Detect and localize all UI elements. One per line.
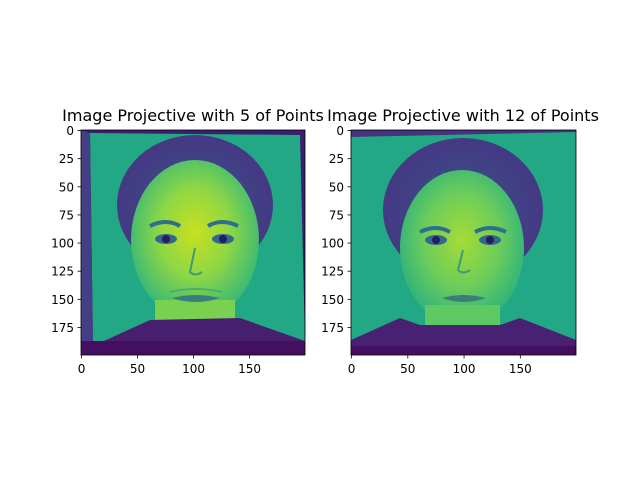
right-shoulders <box>351 318 576 355</box>
right-y-tick-label: 125 <box>321 265 344 279</box>
right-panel: Image Projective with 12 of Points <box>321 106 599 376</box>
left-nose <box>188 247 203 276</box>
right-axes-frame <box>350 129 577 356</box>
right-y-tick-label: 100 <box>321 237 344 251</box>
left-edge-wedge <box>81 130 93 355</box>
right-top-band <box>351 130 576 137</box>
left-eyebrow-l <box>149 220 181 228</box>
left-x-tick-label: 50 <box>130 362 145 376</box>
left-y-tick-label: 125 <box>51 265 74 279</box>
left-y-tick-label: 100 <box>51 237 74 251</box>
left-face <box>131 160 259 320</box>
right-bottom-strip <box>351 346 576 355</box>
right-y-tick-label: 50 <box>329 180 344 194</box>
left-y-tick-label: 50 <box>59 180 74 194</box>
left-bottom-strip <box>81 341 305 355</box>
right-image <box>351 130 576 355</box>
left-axes-frame <box>80 129 306 356</box>
right-nose <box>456 249 471 274</box>
left-ghost-mouth <box>169 288 223 293</box>
left-y-tick-label: 175 <box>51 321 74 335</box>
right-y-axis: 0 25 50 75 100 125 150 175 <box>321 124 351 335</box>
right-pupil-l <box>432 236 440 244</box>
left-x-tick-label: 100 <box>182 362 205 376</box>
left-y-tick-label: 150 <box>51 293 74 307</box>
right-y-tick-label: 175 <box>321 321 344 335</box>
left-pupil-r <box>219 235 227 243</box>
right-title: Image Projective with 12 of Points <box>327 106 599 125</box>
right-y-tick-label: 25 <box>329 152 344 166</box>
right-pupil-r <box>486 236 494 244</box>
left-mouth <box>172 295 220 302</box>
right-y-tick-label: 150 <box>321 293 344 307</box>
left-panel: Image Projective with 5 of Points <box>51 106 324 376</box>
left-y-axis: 0 25 50 75 100 125 150 175 <box>51 124 81 335</box>
right-x-tick-label: 150 <box>509 362 532 376</box>
left-x-axis: 0 50 100 150 <box>78 355 261 376</box>
left-y-tick-label: 25 <box>59 152 74 166</box>
right-y-tick-label: 0 <box>336 124 344 138</box>
right-face <box>400 170 524 326</box>
right-mouth <box>442 295 486 302</box>
left-x-tick-label: 150 <box>238 362 261 376</box>
right-eyebrow-l <box>419 226 451 234</box>
right-x-axis: 0 50 100 150 <box>348 355 532 376</box>
left-title: Image Projective with 5 of Points <box>62 106 324 125</box>
right-x-tick-label: 50 <box>400 362 415 376</box>
left-y-tick-label: 0 <box>66 124 74 138</box>
right-x-tick-label: 0 <box>348 362 356 376</box>
right-x-tick-label: 100 <box>453 362 476 376</box>
left-image <box>81 130 305 355</box>
left-eyebrow-r <box>207 220 239 228</box>
left-pupil-l <box>162 235 170 243</box>
left-y-tick-label: 75 <box>59 208 74 222</box>
right-eyebrow-r <box>474 226 507 234</box>
right-y-tick-label: 75 <box>329 208 344 222</box>
left-x-tick-label: 0 <box>78 362 86 376</box>
